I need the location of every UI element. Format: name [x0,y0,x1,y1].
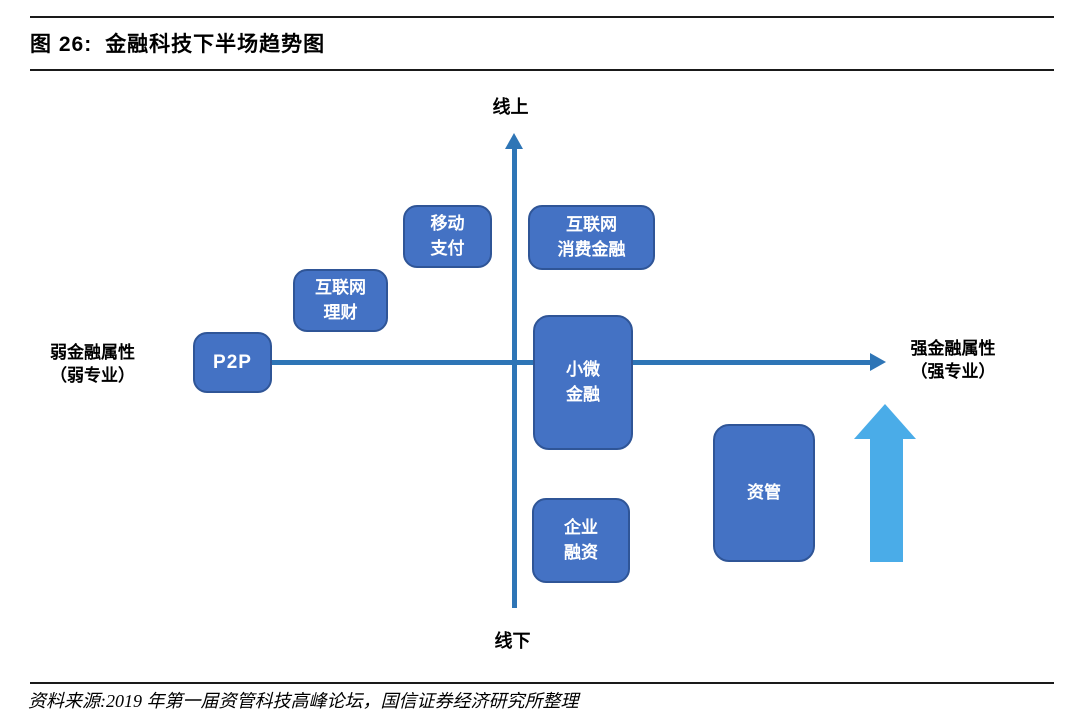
trend-up-arrow-shaft [870,438,903,562]
figure-name: 金融科技下半场趋势图 [105,33,326,56]
axis-label-offline: 线下 [494,631,531,651]
axis-label-online: 线上 [492,97,529,117]
trend-up-arrow-head-icon [854,404,916,439]
node-micro-finance: 小微 金融 [533,315,633,450]
title-underline-rule [30,69,1054,71]
node-internet-consumer-finance: 互联网 消费金融 [528,205,655,270]
up-arrowhead-icon [505,133,523,149]
figure-number: 图 26: [30,33,93,56]
node-asset-management: 资管 [713,424,815,562]
source-note: 资料来源:2019 年第一届资管科技高峰论坛，国信证券经济研究所整理 [28,691,579,711]
footer-rule [30,682,1054,684]
figure-title: 图 26: 金融科技下半场趋势图 [30,28,325,58]
vertical-axis-line [512,147,517,608]
node-p2p: P2P [193,332,272,393]
node-internet-wealth-management: 互联网 理财 [293,269,388,332]
axis-label-strong-financial: 强金融属性 （强专业） [910,339,996,381]
node-mobile-payment: 移动 支付 [403,205,492,268]
top-rule [30,16,1054,18]
right-arrowhead-icon [870,353,886,371]
node-enterprise-financing: 企业 融资 [532,498,630,583]
axis-label-weak-financial: 弱金融属性 （弱专业） [50,343,135,385]
